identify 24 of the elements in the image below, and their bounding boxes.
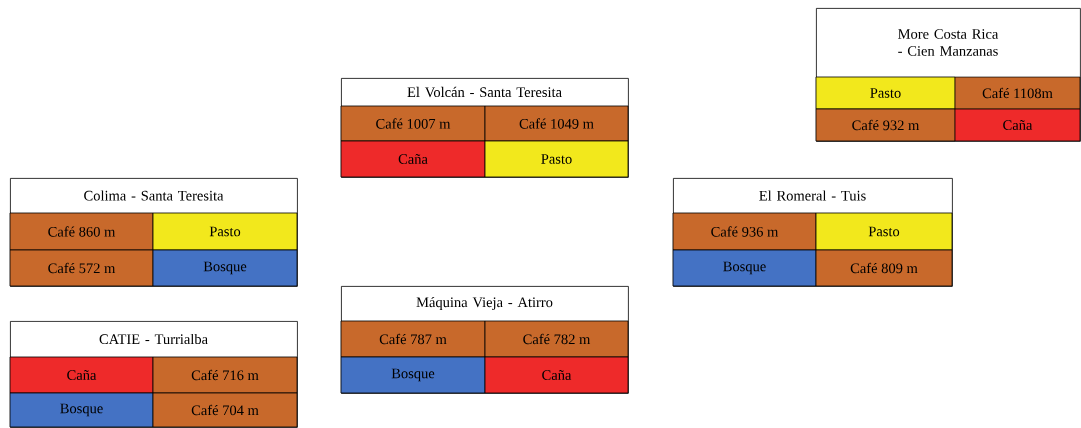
table-cell: Café 932 m xyxy=(815,108,956,142)
table-cell: Café 1049 m xyxy=(484,105,629,142)
table-cell: Bosque xyxy=(340,356,486,394)
table-cell: Café 782 m xyxy=(484,320,629,358)
table-cell: Caña xyxy=(484,356,629,394)
table-cell: Café 1108m xyxy=(954,76,1081,110)
table-cell: Café 572 m xyxy=(9,249,154,287)
table-cell: Café 787 m xyxy=(340,320,486,358)
table-cell: Bosque xyxy=(152,249,298,287)
table-cell: Café 704 m xyxy=(152,392,298,428)
table-cell: Pasto xyxy=(815,76,956,110)
table-cell: Pasto xyxy=(484,140,629,178)
table-cell: Café 1007 m xyxy=(340,105,486,142)
table-cell: Café 936 m xyxy=(672,212,817,251)
table-cell: Café 809 m xyxy=(815,249,953,287)
table-cell: Pasto xyxy=(815,212,953,251)
table-cell: Pasto xyxy=(152,212,298,251)
table-cell: Café 860 m xyxy=(9,212,154,251)
table-cell: Café 716 m xyxy=(152,356,298,394)
table-cell: Caña xyxy=(340,140,486,178)
table-cell: Bosque xyxy=(9,392,154,428)
table-cell: Bosque xyxy=(672,249,817,287)
table-cell: Caña xyxy=(954,108,1081,142)
table-cell: Caña xyxy=(9,356,154,394)
